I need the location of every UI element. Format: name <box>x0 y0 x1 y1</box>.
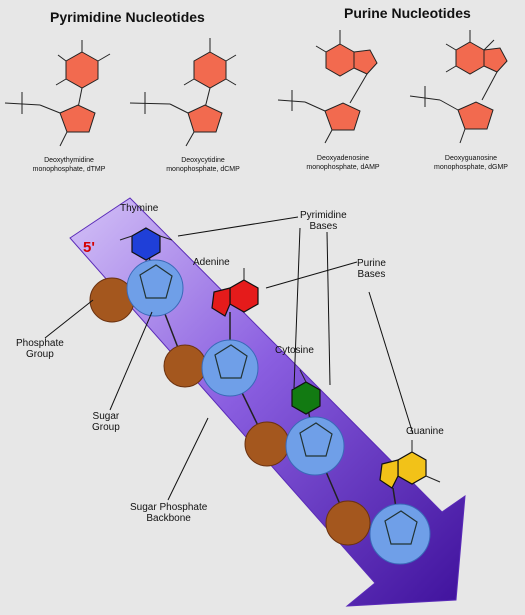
base-bonds <box>119 235 441 483</box>
phosphate-group-label: Phosphate Group <box>16 338 64 360</box>
damp-caption: Deoxyadenosine monophosphate, dAMP <box>288 154 398 172</box>
dtmp-caption-line1: Deoxythymidine <box>44 157 94 164</box>
guanine-label: Guanine <box>406 426 444 437</box>
phosphate-group-line1: Phosphate <box>16 338 64 349</box>
damp-caption-line2: monophosphate, dAMP <box>306 164 380 171</box>
dgmp-caption-line2: monophosphate, dGMP <box>434 164 508 171</box>
thymine-label: Thymine <box>120 203 159 214</box>
dgmp-caption: Deoxyguanosine monophosphate, dGMP <box>416 154 525 172</box>
dgmp-caption-line1: Deoxyguanosine <box>444 155 498 162</box>
leader-lines <box>44 216 414 501</box>
damp-structure <box>277 30 378 144</box>
cytosine-ring <box>291 381 321 415</box>
purine-nucleotides-title: Purine Nucleotides <box>344 5 471 21</box>
backbone-line1: Sugar Phosphate <box>130 502 208 513</box>
sugar-rings <box>139 264 418 545</box>
pyrimidine-nucleotides-title: Pyrimidine Nucleotides <box>50 9 205 25</box>
pyrimidine-bases-line2: Bases <box>309 221 338 232</box>
adenine-ring <box>211 279 259 317</box>
sugar-group-line1: Sugar <box>92 411 120 422</box>
dcmp-caption-line1: Deoxycytidine <box>181 157 225 164</box>
phosphate-groups <box>89 277 371 546</box>
sugar-phosphate-backbone-label: Sugar Phosphate Backbone <box>130 502 207 524</box>
damp-caption-line1: Deoxyadenosine <box>316 155 370 162</box>
dcmp-caption-line2: monophosphate, dCMP <box>166 166 240 173</box>
dcmp-caption: Deoxycytidine monophosphate, dCMP <box>148 156 258 174</box>
five-prime-label: 5' <box>83 239 95 256</box>
adenine-label: Adenine <box>193 257 230 268</box>
pyrimidine-bases-label: Pyrimidine Bases <box>300 210 347 232</box>
sugar-group-label: Sugar Group <box>92 411 120 433</box>
backbone-line2: Backbone <box>146 513 191 524</box>
dtmp-structure <box>4 40 111 147</box>
cytosine-label: Cytosine <box>275 345 314 356</box>
dtmp-caption-line2: monophosphate, dTMP <box>32 166 106 173</box>
dgmp-structure <box>409 30 508 144</box>
purine-bases-line1: Purine <box>357 258 386 269</box>
purine-bases-label: Purine Bases <box>357 258 386 280</box>
dcmp-structure <box>129 38 237 147</box>
dtmp-caption: Deoxythymidine monophosphate, dTMP <box>14 156 124 174</box>
sugar-group-line2: Group <box>92 422 120 433</box>
phosphate-group-line2: Group <box>26 349 54 360</box>
purine-bases-line2: Bases <box>357 269 386 280</box>
guanine-ring <box>379 451 427 489</box>
pyrimidine-bases-line1: Pyrimidine <box>300 210 347 221</box>
